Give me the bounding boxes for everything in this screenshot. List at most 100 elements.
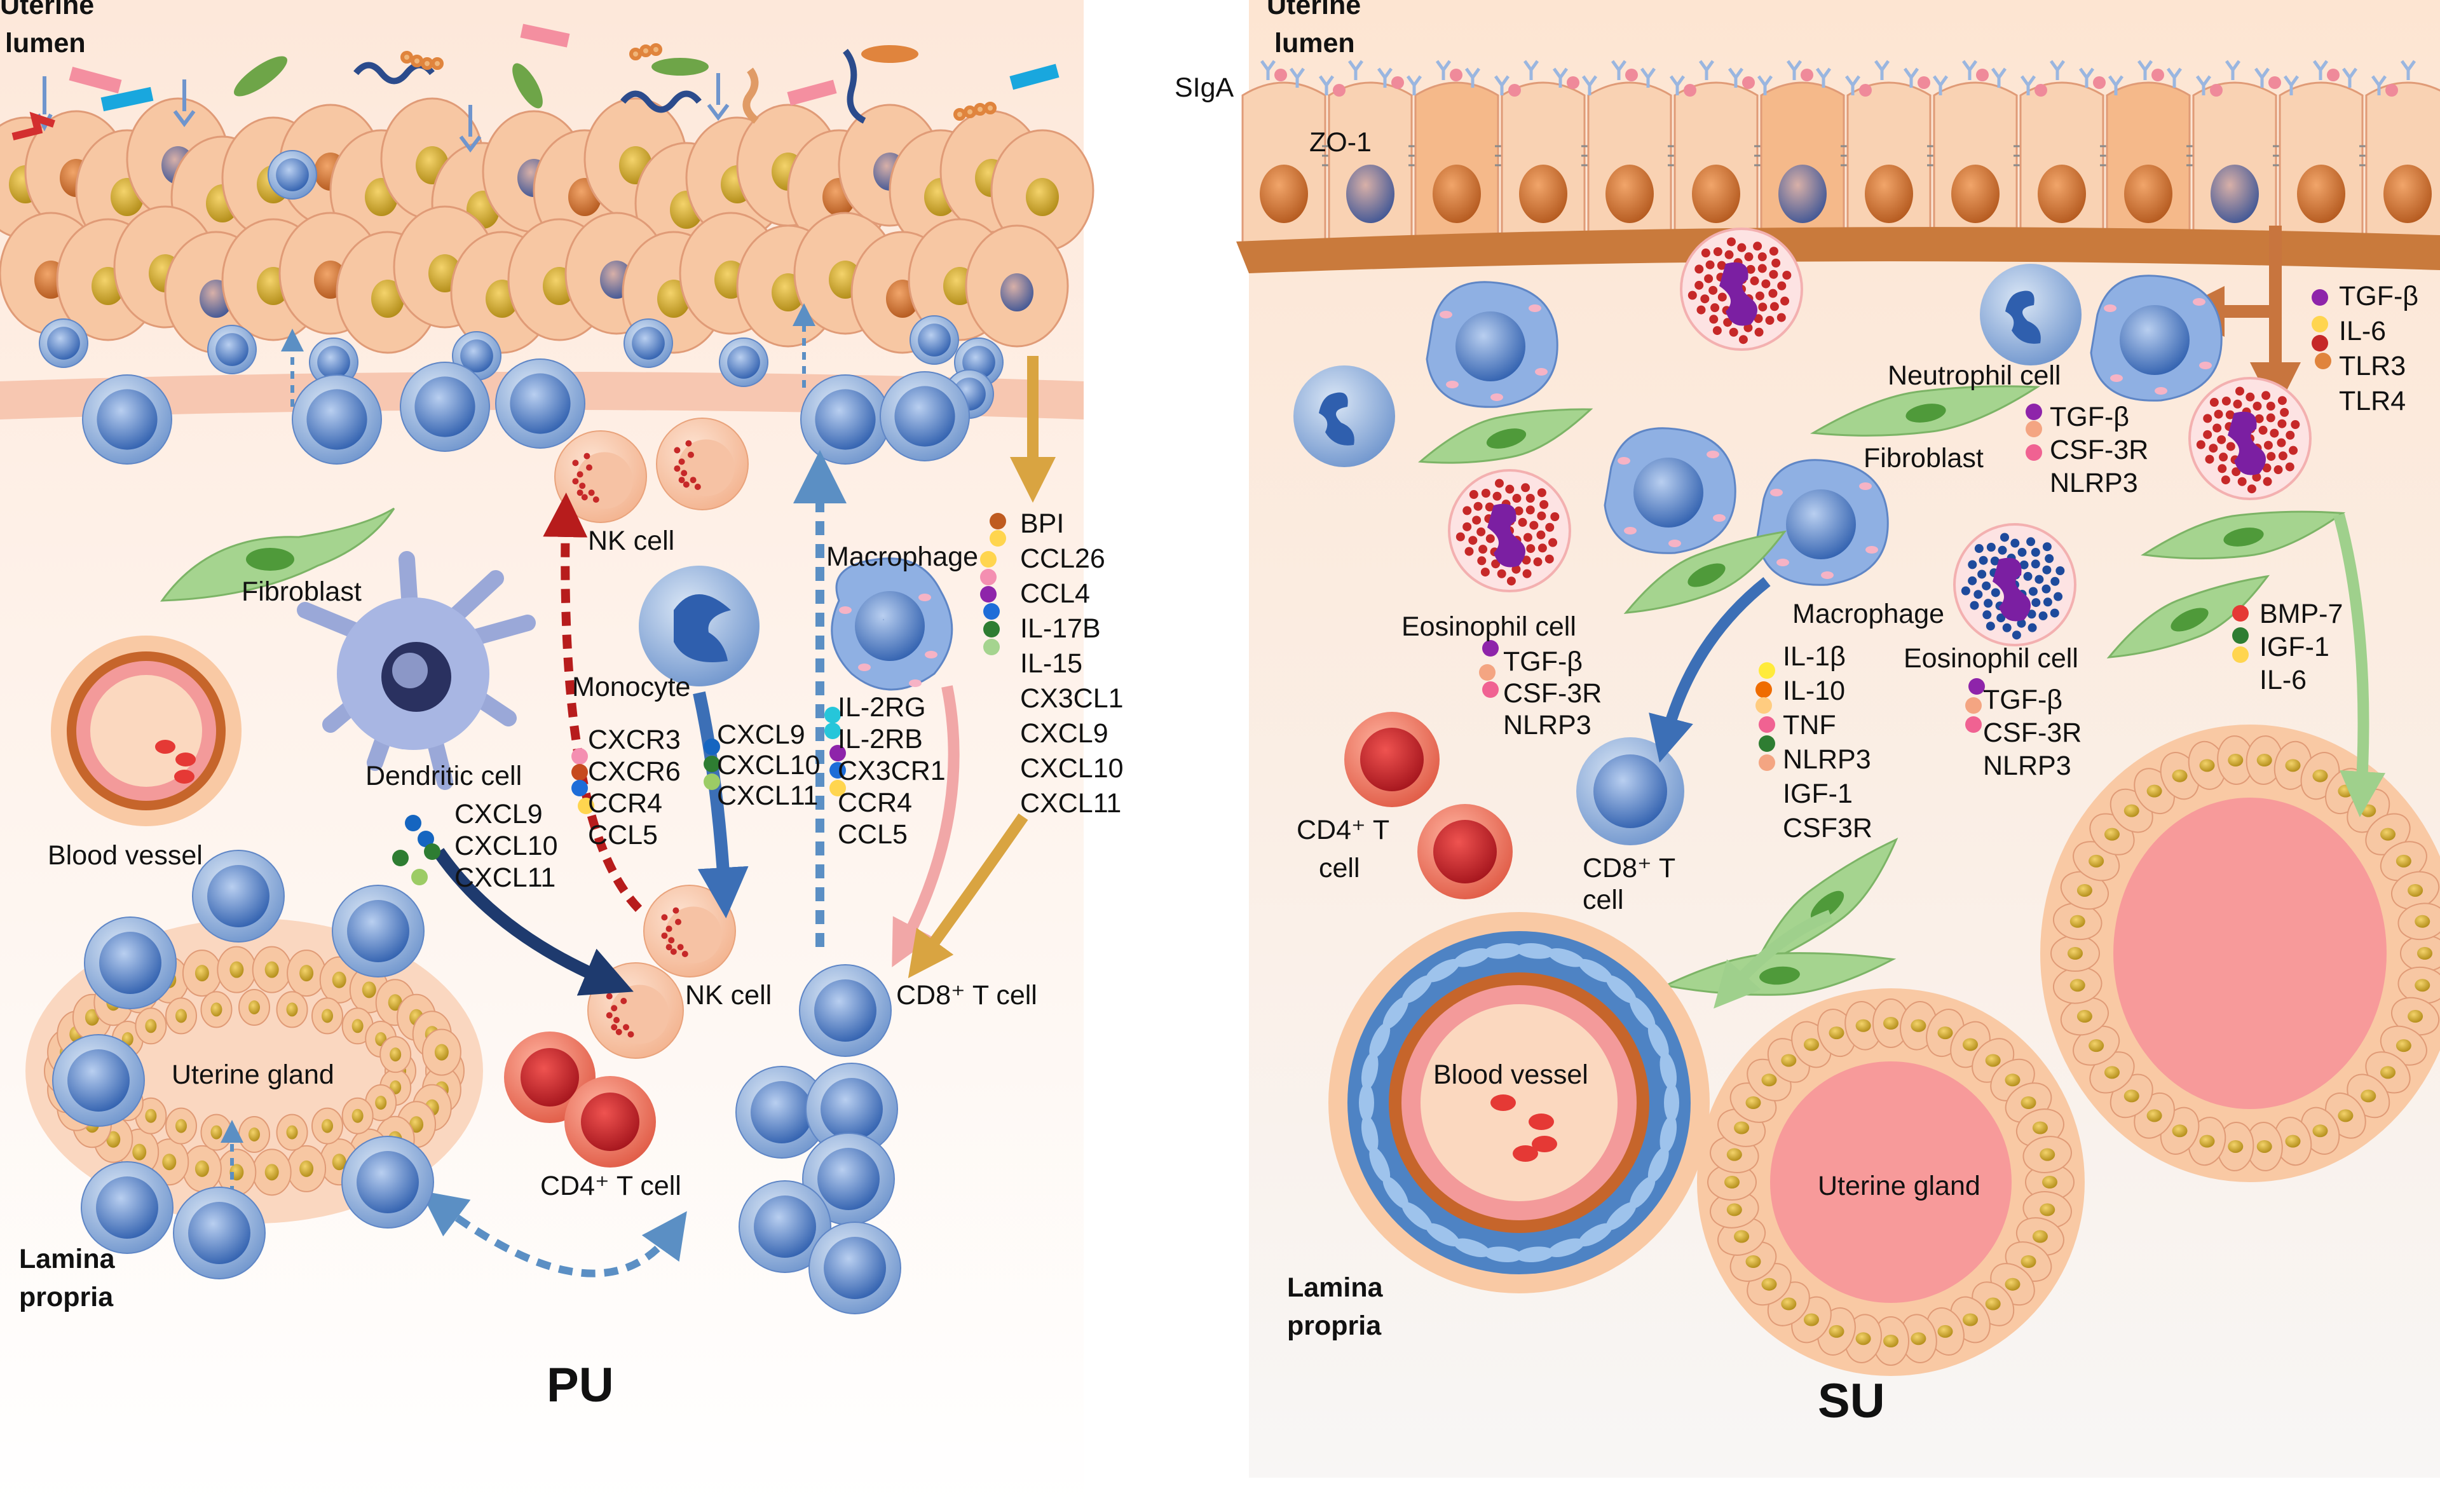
gland-nucleus [322,1119,333,1133]
gland-nucleus [1761,1278,1776,1291]
factor-dot [1759,754,1775,771]
siga-complex [2385,84,2398,97]
granule [2003,623,2012,632]
granule [1729,328,1738,337]
pu-gland-label: Uterine gland [172,1059,334,1090]
gland-nucleus [2380,828,2396,841]
granule [1979,556,1988,565]
gland-nucleus [249,1000,260,1014]
siga-complex [2151,69,2164,81]
neutrophil-factor: TGF-β [2050,402,2129,432]
macrophage-factor: CSF3R [1783,813,1872,843]
granule [1727,237,1736,246]
su-cd8-label-2: cell [1583,885,1624,915]
granule [2218,464,2226,473]
siga-complex [1625,69,1638,81]
cd8-receptor: IL-2RB [838,724,923,754]
granule [2214,410,2223,419]
su-neutrophil-label: Neutrophil cell [1888,360,2061,391]
granule [672,908,679,914]
su-lamina-label-1: Lamina [1287,1272,1384,1303]
factor-dot [2312,289,2328,306]
granule [1987,543,1996,552]
granule [675,919,681,925]
lymphocyte-nucleus [67,1049,130,1112]
fibroblast-factor: IL-6 [2259,665,2307,695]
granule [1761,280,1770,289]
granule [2039,611,2048,620]
epithelial-nucleus [2297,165,2345,223]
granule [606,1012,613,1019]
granule [1618,457,1630,465]
su-lumen-label-2: lumen [1274,28,1355,58]
factor-dot [2026,404,2042,420]
gland-nucleus [435,1044,449,1061]
su-blood-vessel [1328,912,1710,1293]
granule [1507,576,1516,585]
su-fibroblast-label: Fibroblast [1864,443,1984,473]
pu-lamina-label-1: Lamina [19,1244,116,1274]
granule [2219,453,2228,461]
granule [1505,485,1514,494]
granule [671,948,677,955]
lymphocyte-nucleus [817,1148,880,1210]
granule [1782,271,1791,280]
gland-nucleus [1986,1054,2001,1066]
neutrophil [1293,365,1395,467]
gland-nucleus [1963,1314,1978,1326]
factor-dot [2312,316,2328,332]
granule [682,951,688,957]
granule [1469,490,1478,499]
granule [2110,374,2123,382]
gland-nucleus [352,1109,364,1123]
granule [1534,557,1543,566]
granule [1770,489,1783,496]
gland-nucleus [175,1009,187,1023]
granule [606,993,613,1000]
gland-nucleus [2172,770,2188,782]
granule [2054,592,2062,601]
gland-nucleus [2396,1039,2411,1052]
factor-dot [571,764,588,780]
granule [2043,542,2052,551]
epithelial-factor: TLR4 [2339,386,2406,416]
granule [2247,484,2256,493]
granule [1865,546,1878,554]
neutrophil [1980,264,2082,365]
granule [1701,249,1710,257]
factor-dot [1755,681,1772,698]
gland-nucleus [1734,1230,1749,1243]
gland-nucleus [299,1161,313,1177]
granule [2104,304,2116,312]
pu-nk-top-label: NK cell [588,526,674,556]
macrophage-factor: IL-17B [1020,613,1101,644]
gland-nucleus [2077,884,2092,897]
gland-nucleus [1761,1073,1776,1086]
macrophage-factor: CXCL11 [1020,788,1121,819]
lymphocyte-nucleus [99,932,161,994]
nk-receptor: CXCR3 [588,725,681,755]
granule [2266,413,2275,422]
granule [2212,423,2221,432]
gland-nucleus [1781,1054,1796,1066]
factor-dot [1759,662,1775,679]
su-gland-label: Uterine gland [1818,1171,1980,1201]
lymphocyte-nucleus [357,1151,419,1213]
granule [2012,630,2021,639]
granule [1766,316,1775,325]
granule [2203,414,2212,423]
lymphocyte-nucleus [276,158,309,191]
gland-nucleus [2312,1124,2328,1137]
granule [1456,533,1465,541]
pu-blood-vessel [51,636,242,826]
su-lamina-label-2: propria [1287,1311,1382,1341]
epithelial-nucleus [1951,165,2000,223]
gland-nucleus [1745,1255,1761,1268]
granule [2017,548,2026,557]
gland-nucleus [2199,759,2214,772]
cd8-receptor: IL-2RG [838,692,926,723]
siga-complex [1976,69,1989,81]
fibroblast-factor: IGF-1 [2259,632,2329,662]
granule [679,477,685,483]
granule [2222,397,2231,405]
